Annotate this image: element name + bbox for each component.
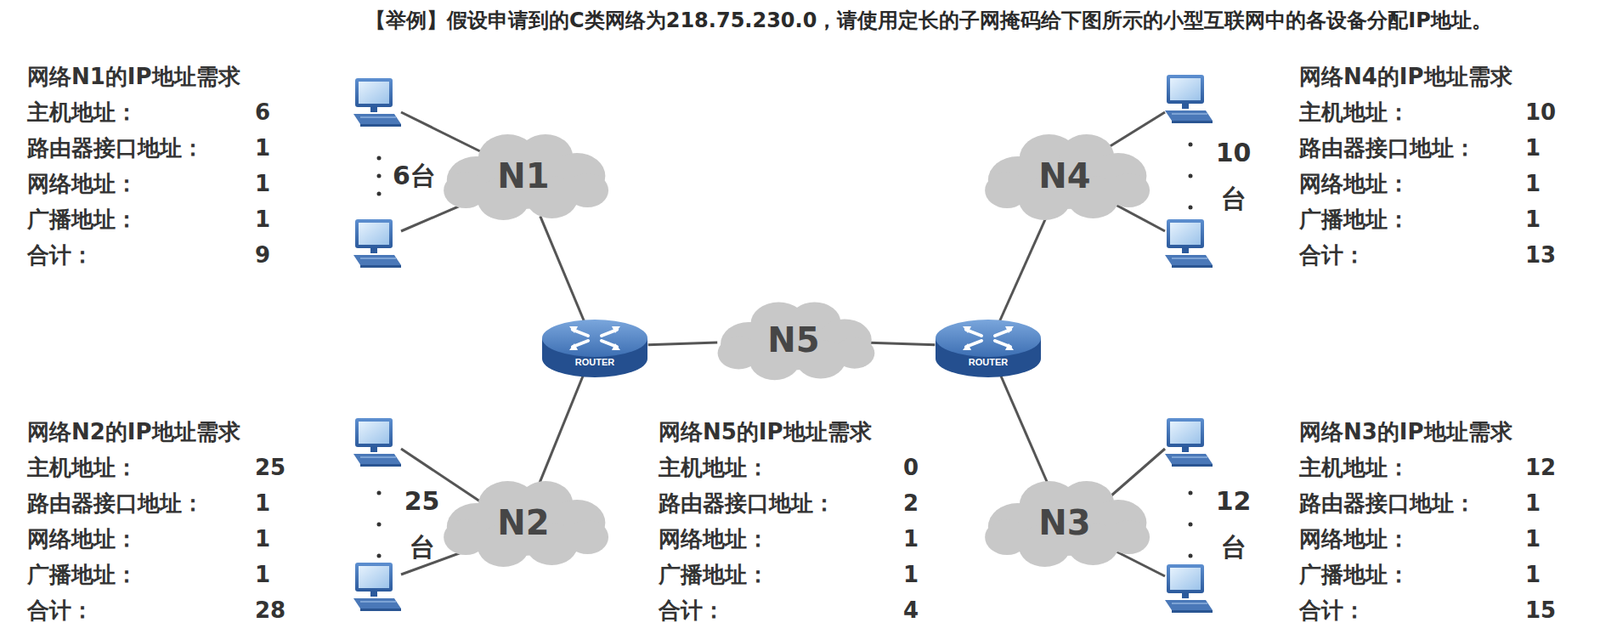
- requirement-cell: 广播地址：: [27, 561, 138, 588]
- requirement-cell: 9: [254, 242, 271, 268]
- requirement-cell: 1: [254, 525, 271, 552]
- link-stroke: [999, 372, 1047, 483]
- network-name: N5: [708, 297, 879, 383]
- network-cloud: N3: [975, 475, 1154, 570]
- requirement-cell: 网络地址：: [27, 170, 138, 197]
- network-cloud: N2: [434, 475, 613, 570]
- requirement-cell: 路由器接口地址：: [1299, 490, 1476, 516]
- requirement-cell: 1: [254, 206, 271, 232]
- requirement-cell: 1: [1525, 135, 1541, 161]
- requirement-cell: 主机地址：: [1299, 454, 1410, 481]
- requirement-cell: 1: [1525, 170, 1541, 197]
- link-stroke: [999, 215, 1046, 322]
- network-cloud: N5: [708, 297, 879, 383]
- requirement-cell: 0: [903, 454, 919, 481]
- requirement-cell: 主机地址：: [1299, 99, 1410, 125]
- link-stroke: [539, 372, 585, 483]
- link-line: [999, 215, 1046, 322]
- requirement-cell: 主机地址：: [27, 454, 138, 481]
- requirement-cell: 广播地址：: [1299, 206, 1410, 232]
- router-label: ROUTER: [538, 356, 651, 368]
- requirement-cell: 网络地址：: [27, 525, 138, 552]
- requirement-cell: 合计：: [1299, 242, 1366, 268]
- requirement-cell: 1: [254, 561, 271, 588]
- requirement-cell: 合计：: [1299, 597, 1366, 623]
- link-stroke: [870, 342, 936, 345]
- requirement-cell: 路由器接口地址：: [658, 490, 836, 516]
- host-count: 6台: [392, 152, 436, 199]
- requirement-cell: 1: [1525, 525, 1541, 552]
- host-count: 12 台: [1214, 478, 1253, 571]
- requirement-cell: 13: [1525, 242, 1556, 268]
- requirement-cell: 15: [1525, 597, 1556, 623]
- network-cloud: N4: [975, 129, 1154, 223]
- requirement-heading: 网络N1的IP地址需求: [27, 63, 241, 90]
- requirement-cell: 1: [254, 490, 271, 516]
- requirement-cell: 网络地址：: [1299, 525, 1410, 552]
- router-device: ROUTER: [538, 312, 651, 381]
- requirement-cell: 6: [254, 99, 271, 125]
- requirement-cell: 路由器接口地址：: [27, 490, 204, 516]
- requirement-cell: 网络地址：: [1299, 170, 1410, 197]
- network-name: N4: [975, 129, 1154, 223]
- host-links: [401, 112, 1165, 577]
- network-name: N1: [434, 129, 613, 223]
- requirement-cell: 路由器接口地址：: [1299, 135, 1476, 161]
- link-line: [870, 342, 936, 345]
- network-cloud: N1: [434, 129, 613, 223]
- router-label: ROUTER: [932, 356, 1045, 368]
- requirement-cell: 2: [903, 490, 919, 516]
- link-line: [999, 372, 1047, 483]
- requirement-heading: 网络N4的IP地址需求: [1299, 63, 1513, 90]
- link-line: [540, 215, 585, 322]
- requirement-cell: 网络地址：: [658, 525, 769, 552]
- host-computers: [353, 74, 1213, 613]
- requirement-cell: 合计：: [27, 242, 94, 268]
- requirement-cell: 合计：: [27, 597, 94, 623]
- host-count: 25 台: [402, 478, 441, 571]
- requirement-cell: 广播地址：: [1299, 561, 1410, 588]
- requirement-cell: 12: [1525, 454, 1556, 481]
- requirement-cell: 28: [254, 597, 286, 623]
- requirement-cell: 主机地址：: [658, 454, 769, 481]
- router-shape: [538, 312, 651, 381]
- requirement-heading: 网络N3的IP地址需求: [1299, 418, 1513, 445]
- requirement-cell: 1: [254, 170, 271, 197]
- host-count: 10 台: [1214, 130, 1253, 222]
- requirement-cell: 1: [254, 135, 271, 161]
- link-stroke: [648, 342, 719, 345]
- requirement-cell: 合计：: [658, 597, 725, 623]
- requirement-cell: 广播地址：: [658, 561, 769, 588]
- link-line: [539, 372, 585, 483]
- router-device: ROUTER: [932, 312, 1045, 381]
- requirement-cell: 1: [903, 525, 919, 552]
- requirement-cell: 1: [1525, 206, 1541, 232]
- requirement-cell: 1: [903, 561, 919, 588]
- requirement-cell: 广播地址：: [27, 206, 138, 232]
- network-name: N3: [975, 475, 1154, 570]
- title: 【举例】假设申请到的C类网络为218.75.230.0，请使用定长的子网掩码给下…: [254, 6, 1600, 34]
- requirement-cell: 1: [1525, 490, 1541, 516]
- network-name: N2: [434, 475, 613, 570]
- requirement-cell: 1: [1525, 561, 1541, 588]
- requirement-heading: 网络N5的IP地址需求: [658, 418, 872, 445]
- requirement-cell: 10: [1525, 99, 1556, 125]
- link-line: [648, 342, 719, 345]
- requirement-cell: 路由器接口地址：: [27, 135, 204, 161]
- requirement-cell: 4: [903, 597, 919, 623]
- requirement-heading: 网络N2的IP地址需求: [27, 418, 241, 445]
- requirement-cell: 主机地址：: [27, 99, 138, 125]
- router-shape: [932, 312, 1045, 381]
- link-stroke: [540, 215, 585, 322]
- requirement-cell: 25: [254, 454, 286, 481]
- ellipsis-dots: [377, 142, 1193, 559]
